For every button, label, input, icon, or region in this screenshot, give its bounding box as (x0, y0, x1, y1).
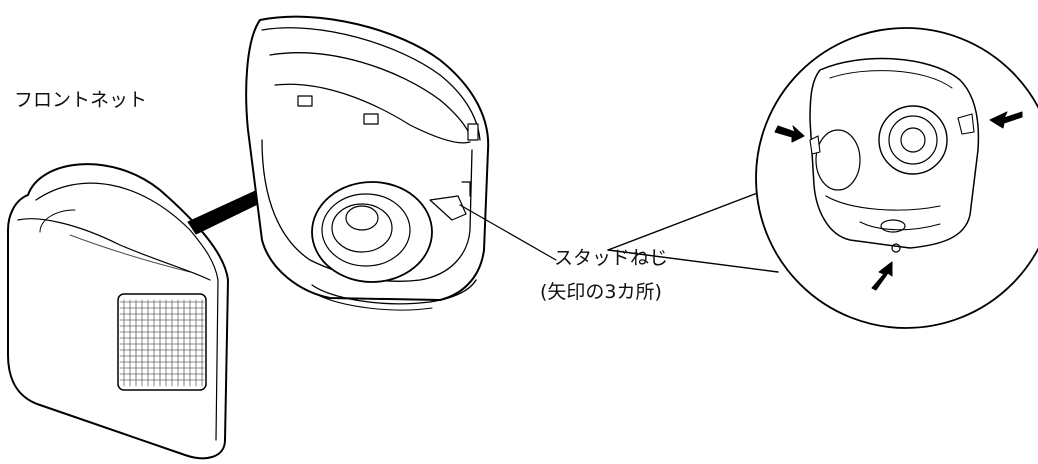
stud-screw-leader (459, 204, 557, 261)
speaker-body (245, 15, 490, 311)
front-net-grille (7, 163, 229, 460)
mesh-area (117, 293, 207, 391)
stud-screw-label: スタッドねじ (554, 247, 669, 269)
stud-screw-marker-bottom-icon (871, 261, 893, 291)
front-net-label: フロントネット (14, 89, 148, 111)
stud-screw-marker-left-icon (774, 125, 805, 143)
stud-screw-note-label: (矢印の3カ所) (540, 281, 662, 303)
zoom-callout (607, 27, 1038, 329)
stud-screw-marker-right-icon (989, 111, 1023, 129)
